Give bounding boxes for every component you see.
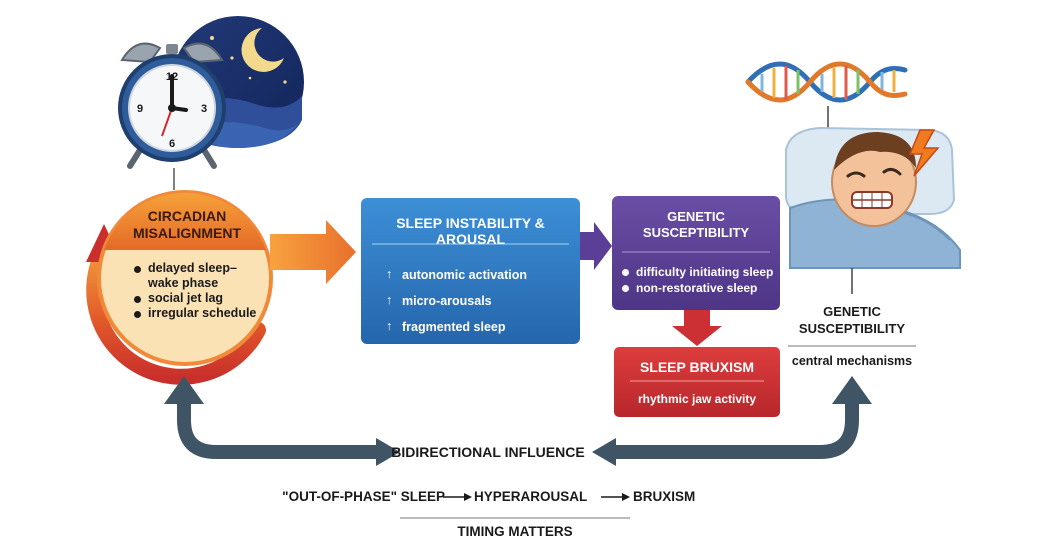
circadian-title-line2: MISALIGNMENT: [132, 225, 242, 241]
footer-step3: BRUXISM: [633, 489, 696, 504]
clock-numeral-9: 9: [137, 103, 143, 115]
circadian-title-line1: CIRCADIAN: [147, 208, 227, 224]
right-genetic-title-line1: GENETIC: [823, 304, 881, 319]
clock-numeral-6: 6: [169, 138, 175, 150]
genetic-box-item: non-restorative sleep: [620, 280, 780, 296]
genetic-susceptibility-box: [612, 196, 780, 310]
clock-numeral-12: 12: [166, 71, 178, 83]
footer-tagline: TIMING MATTERS: [457, 524, 573, 539]
circadian-bullet: social jet lag: [132, 291, 262, 306]
sleep-bruxism-box: [614, 347, 780, 417]
bruxism-title: SLEEP BRUXISM: [639, 359, 755, 375]
genetic-box-item: difficulty initiating sleep: [620, 264, 780, 280]
cycle-ring-arrow: [86, 242, 266, 385]
dna-helix-icon: [745, 61, 908, 103]
circadian-bullet: delayed sleep–wake phase: [132, 261, 262, 291]
sleep-instability-list: autonomic activation micro-arousals frag…: [384, 261, 574, 340]
right-genetic-title-line2: SUSCEPTIBILITY: [798, 321, 906, 336]
arrow-circadian-to-sleep-instability: [270, 220, 356, 284]
genetic-box-title: GENETIC SUSCEPTIBILITY: [612, 209, 780, 241]
sleep-instability-title: SLEEP INSTABILITY & AROUSAL: [396, 215, 545, 247]
circadian-title-band: [104, 192, 266, 250]
sleep-instability-item: fragmented sleep: [384, 313, 574, 340]
footer-step2: HYPERAROUSAL: [474, 489, 588, 504]
sleep-instability-item: micro-arousals: [384, 287, 574, 314]
alarm-clock-icon: 12 3 6 9: [118, 42, 226, 169]
right-genetic-title: GENETIC SUSCEPTIBILITY: [786, 303, 918, 337]
circadian-circle: [86, 190, 273, 385]
genetic-box-title-line2: SUSCEPTIBILITY: [642, 225, 750, 240]
sleep-instability-item: autonomic activation: [384, 261, 574, 288]
circadian-title: CIRCADIAN MISALIGNMENT: [112, 208, 262, 242]
arrow-sleep-to-genetic: [580, 222, 612, 270]
circadian-bullet-list: delayed sleep–wake phase social jet lag …: [132, 261, 262, 321]
pain-lightning-icon: [908, 129, 940, 177]
bruxism-subtitle: rhythmic jaw activity: [637, 392, 757, 406]
bidirectional-label: BIDIRECTIONAL INFLUENCE: [391, 444, 585, 460]
sleeping-person-bruxism-icon: [785, 126, 961, 269]
bidirectional-arrow: [164, 376, 872, 466]
footer-step1: "OUT-OF-PHASE" SLEEP: [282, 489, 445, 504]
genetic-box-list: difficulty initiating sleep non-restorat…: [620, 264, 780, 296]
circadian-bullet: irregular schedule: [132, 306, 262, 321]
clock-numeral-3: 3: [201, 103, 207, 115]
arrow-genetic-to-bruxism: [672, 310, 722, 346]
right-genetic-subtitle: central mechanisms: [791, 354, 913, 368]
footer-flow-arrows: [443, 493, 630, 501]
moon-icon: [241, 28, 284, 72]
genetic-box-title-line1: GENETIC: [667, 209, 725, 224]
